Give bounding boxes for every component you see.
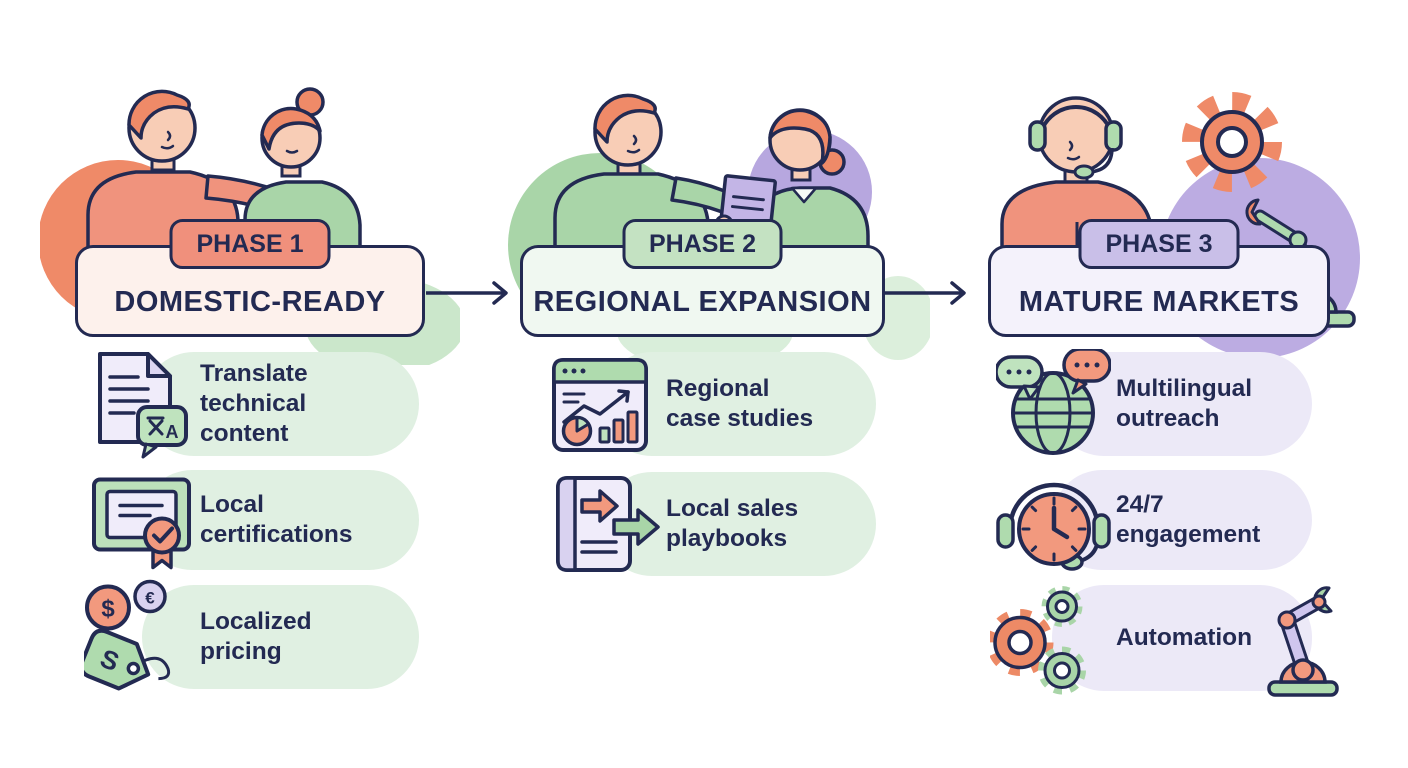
svg-text:€: €	[145, 589, 155, 608]
headset-earcup-left	[1028, 120, 1047, 152]
gears-icon	[990, 586, 1086, 695]
phase-1-badge: PHASE 1	[169, 219, 331, 269]
phase-2-header-box: PHASE 2 REGIONAL EXPANSION	[520, 219, 885, 337]
phase-3-title: MATURE MARKETS	[1018, 286, 1300, 318]
phase-2-badge: PHASE 2	[622, 219, 783, 269]
chat-bubble-green-icon	[996, 355, 1044, 401]
phase-2-title: REGIONAL EXPANSION	[533, 286, 872, 318]
item-pill	[142, 585, 419, 689]
headset-earcup-right	[1104, 120, 1123, 152]
sales-playbook-icon	[556, 476, 660, 572]
item-label: Regional case studies	[666, 375, 814, 432]
gear-small-green-top	[1041, 586, 1083, 627]
list-item: Local certifications	[92, 470, 419, 570]
certificate-icon	[92, 477, 191, 570]
svg-text:A: A	[166, 422, 179, 442]
support-clock-icon	[996, 482, 1111, 571]
robot-arm-icon	[1267, 586, 1339, 697]
chat-bubble-orange-icon	[1062, 349, 1111, 395]
item-label: Local sales playbooks	[666, 495, 799, 552]
arrow-phase2-to-phase3	[884, 281, 966, 305]
item-pill	[1052, 585, 1312, 691]
item-label: Multilingual outreach	[1116, 375, 1253, 432]
analytics-dashboard-icon	[552, 358, 648, 452]
phase-3-header-box: PHASE 3 MATURE MARKETS	[988, 219, 1330, 337]
localized-pricing-icon: € $ S	[84, 579, 171, 691]
gear-medium-green-bottom	[1038, 646, 1086, 695]
item-label: Translate technical content	[200, 360, 308, 447]
arrow-phase1-to-phase2	[426, 281, 508, 305]
list-item: € $ S Localized pricing	[84, 579, 419, 691]
multilingual-globe-icon	[996, 349, 1111, 455]
list-item: Automation	[990, 585, 1339, 697]
price-tag-icon: S	[84, 628, 171, 691]
headset-mic	[1073, 164, 1095, 180]
list-item: 24/7 engagement	[996, 470, 1312, 571]
item-label: Localized pricing	[200, 608, 312, 665]
svg-text:$: $	[101, 596, 115, 623]
headset-earcup-right	[1092, 513, 1111, 549]
list-item: Regional case studies	[552, 352, 876, 456]
item-pill	[142, 352, 419, 456]
gear-illustration	[1182, 92, 1282, 192]
list-item: Local sales playbooks	[556, 472, 876, 576]
translate-document-icon: A	[98, 352, 188, 459]
phase-3-badge: PHASE 3	[1078, 219, 1240, 269]
headset-earcup-left	[996, 513, 1015, 549]
headset-band	[1007, 482, 1101, 530]
phase-1-title: DOMESTIC-READY	[114, 286, 386, 318]
item-label: 24/7 engagement	[1116, 491, 1261, 548]
list-item: Multilingual outreach	[996, 349, 1312, 456]
dollar-coin-icon	[85, 584, 131, 631]
list-item: A Translate technical content	[98, 352, 419, 459]
bar-chart-icon	[598, 410, 639, 444]
headset-band	[1039, 105, 1113, 133]
item-label: Automation	[1116, 624, 1253, 651]
euro-coin-icon	[133, 579, 167, 614]
gear-large-orange	[990, 609, 1054, 676]
phase-1-header-box: PHASE 1 DOMESTIC-READY	[75, 219, 425, 337]
woman-illustration	[714, 108, 870, 264]
item-label: Local certifications	[200, 491, 353, 548]
